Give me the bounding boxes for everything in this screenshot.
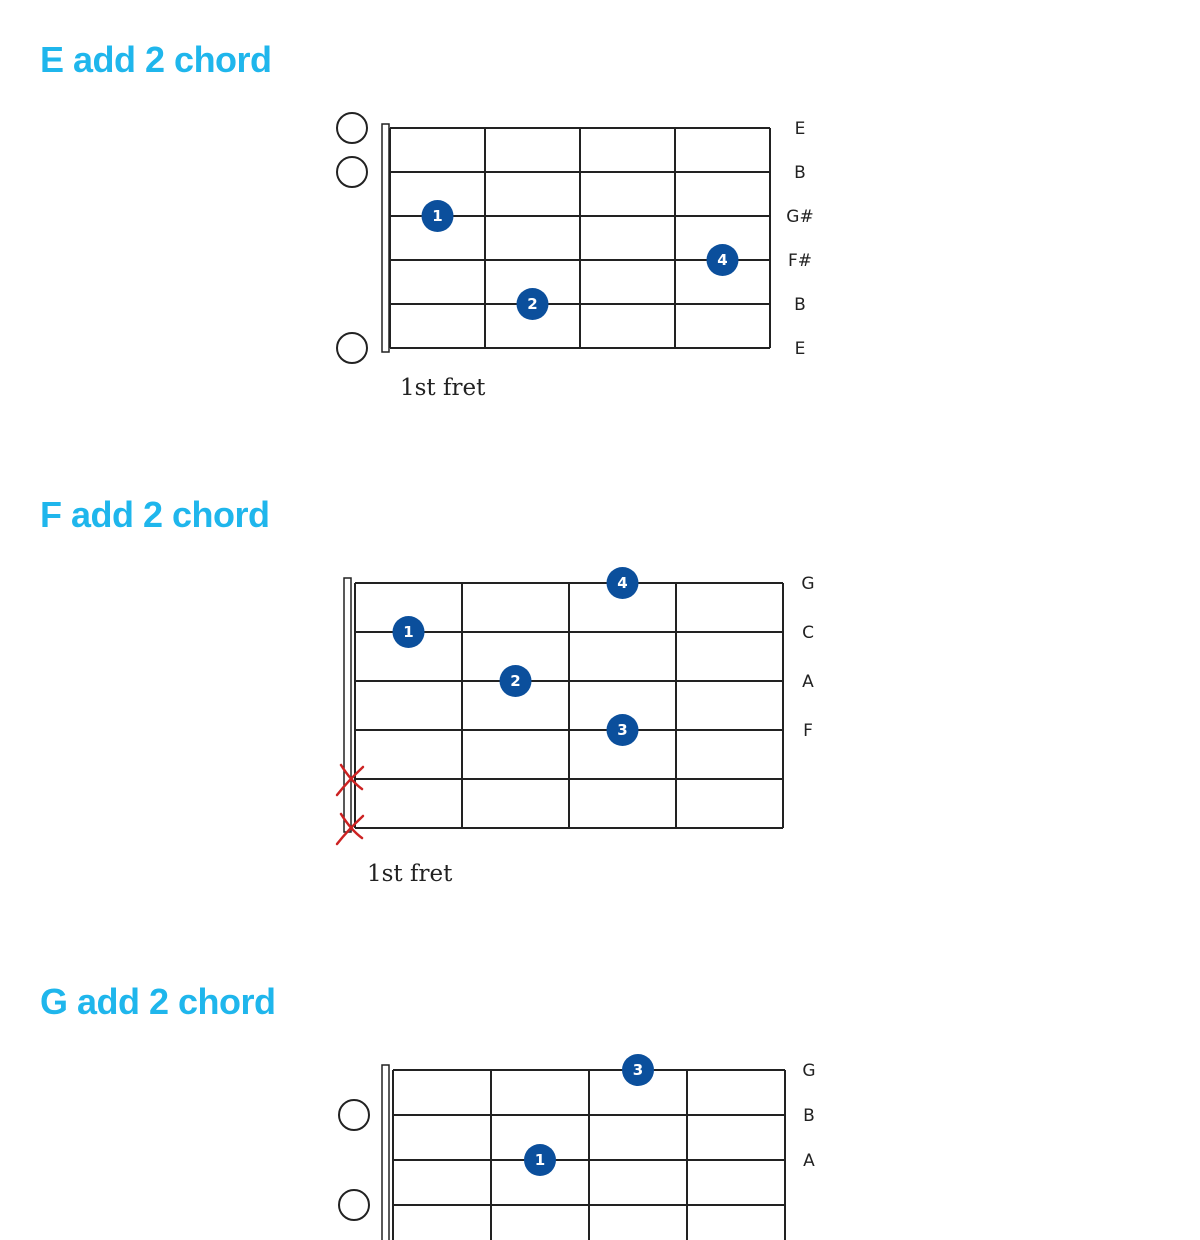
- open-string-marker: [336, 112, 368, 144]
- string-note-label: E: [795, 119, 806, 139]
- chord-title-g-add2: G add 2 chord: [40, 981, 276, 1022]
- open-string-marker: [338, 1099, 370, 1131]
- finger-dot: 1: [524, 1144, 556, 1176]
- chord-diagram-g-add2: G B A 3 1: [338, 1054, 816, 1240]
- string-note-label: A: [802, 672, 814, 692]
- finger-dot: 2: [516, 288, 549, 320]
- finger-dot-circle: [524, 1144, 556, 1176]
- muted-string-marker: [335, 763, 365, 797]
- nut-bar: [381, 123, 390, 353]
- string-note-label: G#: [786, 207, 813, 227]
- finger-number: 4: [617, 574, 627, 592]
- chord-title-f-add2: F add 2 chord: [40, 494, 270, 535]
- finger-number: 4: [717, 251, 727, 269]
- finger-dot: 3: [622, 1054, 654, 1086]
- mute-stroke: [335, 814, 365, 846]
- finger-number: 3: [633, 1061, 643, 1079]
- string-note-label: B: [803, 1106, 815, 1126]
- finger-number: 1: [403, 623, 413, 641]
- string-note-label: A: [803, 1151, 815, 1171]
- string-note-label: B: [794, 163, 806, 183]
- finger-dot-circle: [421, 200, 454, 232]
- finger-dot-circle: [606, 567, 639, 599]
- string-note-label: C: [802, 623, 814, 643]
- open-string-marker: [336, 156, 368, 188]
- chord-diagram-e-add2: E B G# F# B E 1 2 4 1st fret: [336, 112, 814, 401]
- string-note-label: B: [794, 295, 806, 315]
- nut-bar: [381, 1064, 390, 1240]
- finger-dot-circle: [392, 616, 425, 648]
- finger-number: 2: [527, 295, 537, 313]
- string-note-label: G: [801, 574, 814, 594]
- open-string-marker: [338, 1189, 370, 1221]
- finger-dot: 3: [606, 714, 639, 746]
- finger-dot-circle: [706, 244, 739, 276]
- mute-stroke: [339, 763, 364, 791]
- finger-dot-circle: [622, 1054, 654, 1086]
- finger-dot: 2: [499, 665, 532, 697]
- finger-dot: 4: [606, 567, 639, 599]
- muted-string-marker: [335, 812, 365, 846]
- chord-diagram-f-add2: G C A F 4 1 2 3 1st fret: [335, 567, 815, 887]
- fret-position-label: 1st fret: [400, 375, 486, 401]
- string-note-label: G: [802, 1061, 815, 1081]
- finger-dot: 4: [706, 244, 739, 276]
- open-string-marker: [336, 332, 368, 364]
- chord-title-e-add2: E add 2 chord: [40, 39, 272, 80]
- finger-number: 2: [510, 672, 520, 690]
- string-note-label: F: [803, 721, 813, 741]
- finger-number: 1: [432, 207, 442, 225]
- finger-dot: 1: [392, 616, 425, 648]
- finger-number: 1: [535, 1151, 545, 1169]
- string-note-label: F#: [788, 251, 812, 271]
- finger-dot-circle: [499, 665, 532, 697]
- finger-dot-circle: [516, 288, 549, 320]
- finger-number: 3: [617, 721, 627, 739]
- string-note-label: E: [795, 339, 806, 359]
- nut-bar: [343, 577, 352, 833]
- mute-stroke: [335, 765, 365, 797]
- fret-position-label: 1st fret: [367, 861, 453, 887]
- finger-dot-circle: [606, 714, 639, 746]
- mute-stroke: [339, 812, 364, 840]
- finger-dot: 1: [421, 200, 454, 232]
